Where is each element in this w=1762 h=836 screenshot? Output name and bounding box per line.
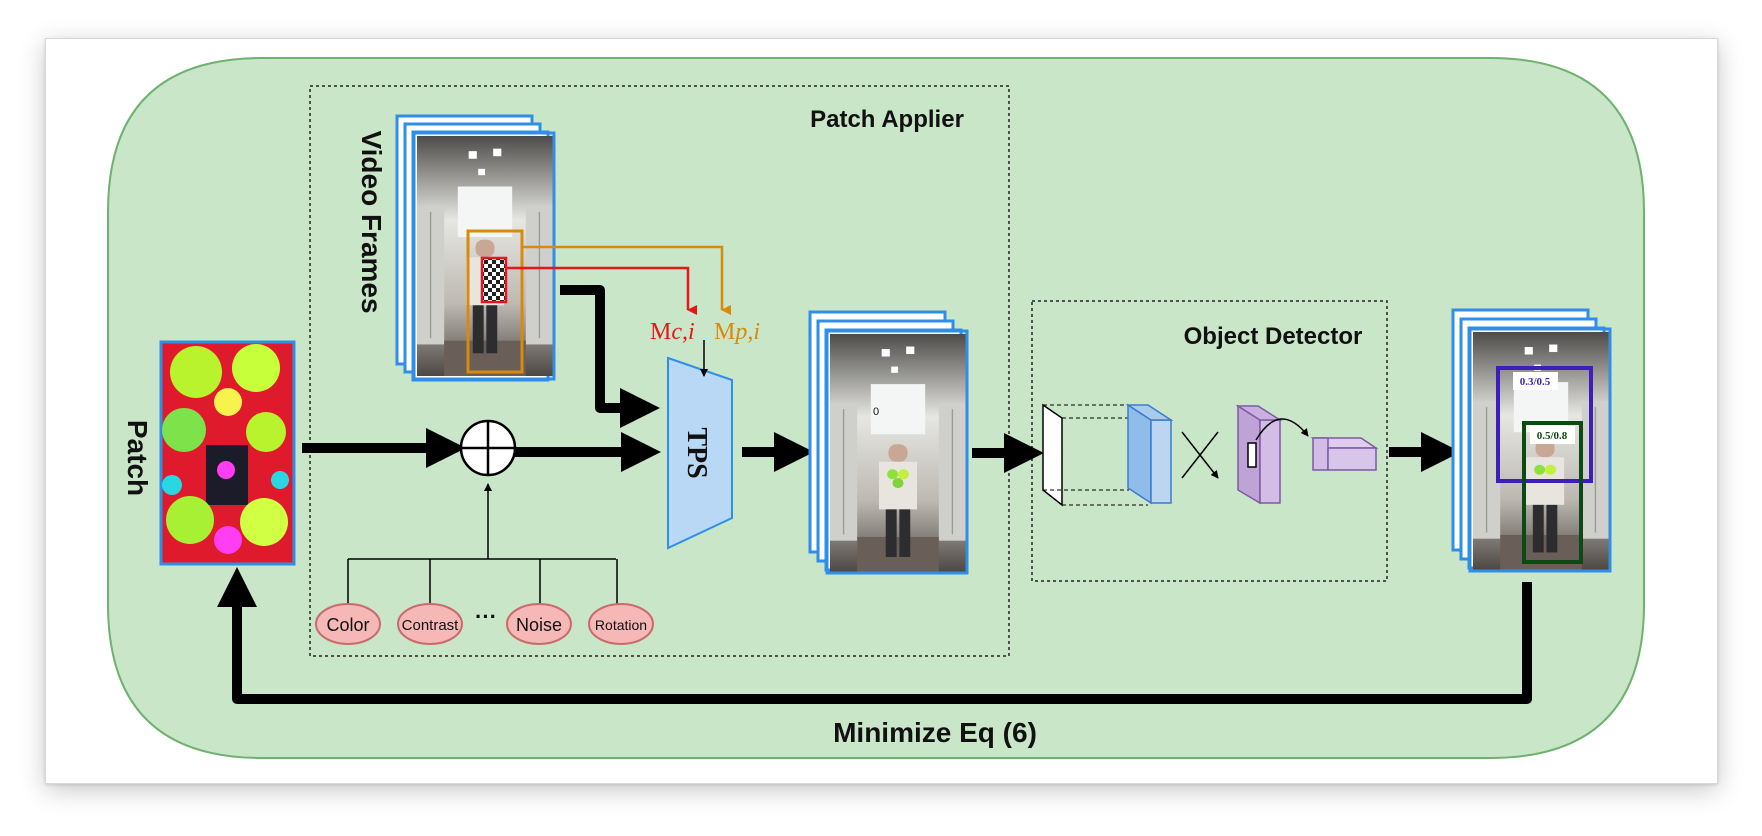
augmentation-rotation: Rotation — [588, 603, 654, 645]
detector-network — [1042, 403, 1379, 507]
object-detector-label: Object Detector — [1184, 323, 1363, 350]
svg-text:Contrast: Contrast — [402, 617, 460, 634]
patched-frames-stack: 0 — [808, 310, 969, 575]
tps-block — [667, 356, 733, 550]
video-frames-stack — [395, 114, 556, 382]
mask-c-arrow — [506, 266, 697, 315]
svg-text:0.5/0.8: 0.5/0.8 — [1537, 430, 1568, 442]
detection-box-2: 0.5/0.8 — [1522, 421, 1583, 564]
tps-label: TPS — [681, 427, 712, 478]
frame-zero-marker: 0 — [873, 406, 879, 418]
mask-p-label: Mp,i — [714, 319, 760, 345]
patch-applier-label: Patch Applier — [810, 106, 964, 133]
svg-text:0.3/0.5: 0.3/0.5 — [1520, 376, 1551, 388]
feedback-loop-arrow — [217, 567, 1532, 704]
augmentation-contrast: Contrast — [397, 603, 463, 645]
video-frames-label: Video Frames — [356, 130, 387, 313]
svg-text:Rotation: Rotation — [595, 617, 647, 633]
augmentation-noise: Noise — [506, 603, 572, 645]
frames-to-tps-arrow — [560, 285, 660, 428]
patch-image — [159, 340, 296, 566]
augmentation-tree — [347, 483, 618, 606]
minimize-label: Minimize Eq (6) — [833, 717, 1037, 748]
patch-label: Patch — [122, 420, 153, 496]
augmentation-color: Color — [315, 603, 381, 645]
mask-c-label: Mc,i — [650, 319, 695, 345]
person-box — [466, 229, 524, 374]
mask-p-arrow — [522, 245, 731, 315]
svg-text:Noise: Noise — [516, 615, 562, 635]
svg-text:Color: Color — [326, 615, 369, 635]
augmentation-ellipsis: ··· — [475, 604, 497, 629]
sum-node — [459, 419, 517, 477]
patch-on-shirt — [480, 256, 508, 304]
patch-applier-box — [309, 85, 1010, 657]
detection-box-1: 0.3/0.5 — [1496, 366, 1593, 483]
